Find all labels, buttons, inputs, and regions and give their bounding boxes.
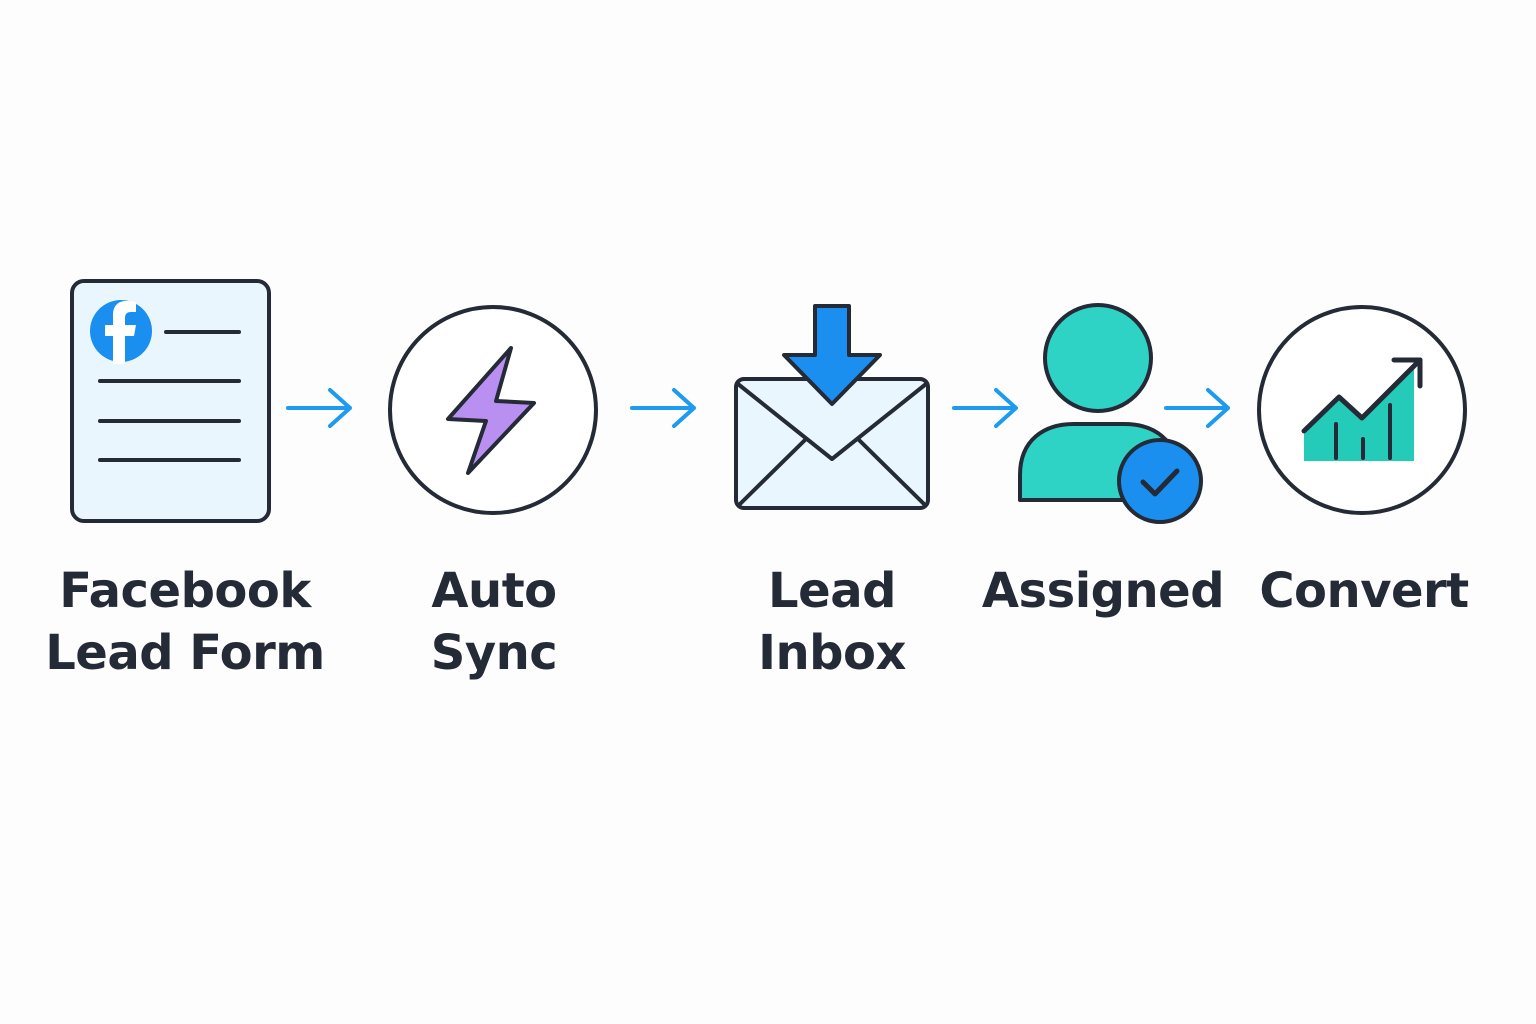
step-label-line: Facebook	[59, 563, 311, 619]
check-badge-icon	[1117, 438, 1203, 524]
step-label-line: Lead Form	[45, 625, 325, 681]
download-arrow-icon	[782, 304, 882, 406]
step-label-line: Lead	[768, 563, 896, 619]
flow-arrow-1	[286, 388, 352, 428]
flow-arrow-4	[1164, 388, 1230, 428]
step-label-line: Assigned	[981, 563, 1225, 619]
step-label-convert: Convert	[1244, 560, 1484, 622]
step-label-lead-inbox: Lead Inbox	[722, 560, 942, 684]
step-label-assigned: Assigned	[976, 560, 1230, 622]
user-check-icon	[1018, 303, 1203, 524]
flow-arrow-2	[630, 388, 696, 428]
step-label-line: Inbox	[758, 625, 906, 681]
step-label-line: Convert	[1259, 563, 1469, 619]
growth-chart-icon	[1257, 305, 1467, 515]
envelope-download-icon	[734, 304, 930, 510]
step-label-line: Auto	[431, 563, 557, 619]
step-label-auto-sync: Auto Sync	[384, 560, 604, 684]
step-label-line: Sync	[430, 625, 558, 681]
lightning-bolt-icon	[388, 305, 598, 515]
flow-arrow-3	[952, 388, 1018, 428]
facebook-form-icon	[70, 279, 271, 523]
step-label-facebook-lead-form: Facebook Lead Form	[32, 560, 338, 684]
facebook-logo-icon	[90, 300, 152, 364]
